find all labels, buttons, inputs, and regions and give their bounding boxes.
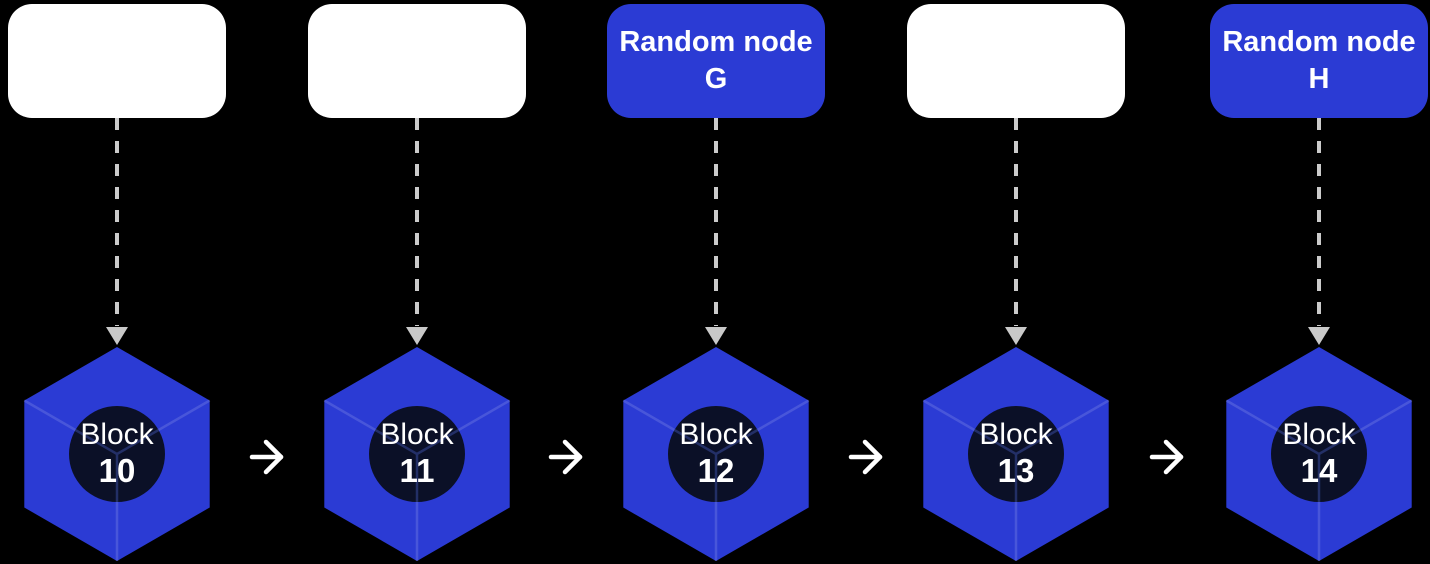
hexagon-cube-icon	[323, 347, 511, 561]
hexagon-cube-icon	[23, 347, 211, 561]
hexagon-cube-icon	[622, 347, 810, 561]
node-box-empty-1	[8, 4, 226, 118]
block-hexagon-10: Block 10	[21, 347, 213, 561]
node-label-line1: Random node	[1222, 26, 1416, 58]
node-box-empty-2	[308, 4, 526, 118]
block-hexagon-14: Block 14	[1223, 347, 1415, 561]
block-hexagon-11: Block 11	[321, 347, 513, 561]
node-label-line2: H	[1308, 63, 1330, 95]
right-arrow-icon	[1149, 439, 1184, 475]
right-arrow-icon	[249, 439, 284, 475]
dashed-down-arrow-icon	[1308, 118, 1330, 345]
node-box-random-node-g: Random node G	[607, 4, 825, 118]
block-hexagon-13: Block 13	[920, 347, 1112, 561]
hexagon-cube-icon	[1225, 347, 1413, 561]
node-label-line2: G	[704, 63, 728, 95]
node-box-random-node-h: Random node H	[1210, 4, 1428, 118]
dashed-down-arrow-icon	[106, 118, 128, 345]
node-label-line1: Random node	[619, 26, 813, 58]
right-arrow-icon	[548, 439, 583, 475]
node-box-empty-3	[907, 4, 1125, 118]
right-arrow-icon	[848, 439, 883, 475]
block-hexagon-12: Block 12	[620, 347, 812, 561]
dashed-down-arrow-icon	[705, 118, 727, 345]
dashed-down-arrow-icon	[406, 118, 428, 345]
dashed-down-arrow-icon	[1005, 118, 1027, 345]
hexagon-cube-icon	[922, 347, 1110, 561]
